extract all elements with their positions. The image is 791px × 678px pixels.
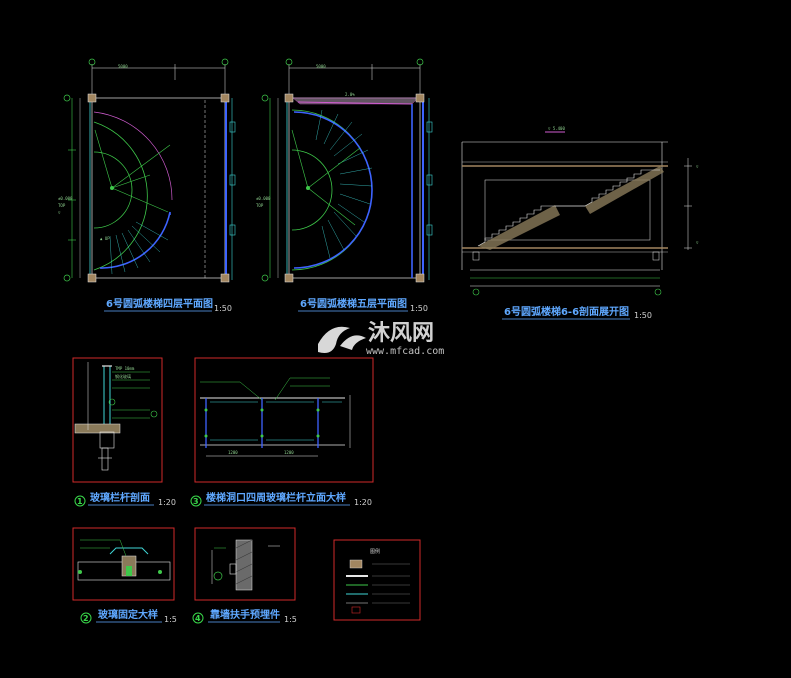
svg-text:1200: 1200 <box>284 450 294 455</box>
detail-1-scale: 1:20 <box>158 498 176 507</box>
plan-fifth-floor: ±0.000 TOP 2.0% 5000 <box>256 58 433 283</box>
plan-fifth-floor-title-text: 6号圆弧楼梯五层平面图 <box>300 297 407 310</box>
svg-text:2.0%: 2.0% <box>345 92 355 97</box>
svg-text:TMP 10mm: TMP 10mm <box>115 366 135 371</box>
detail-3-number: 3 <box>193 497 199 506</box>
svg-text:▽: ▽ <box>696 164 699 169</box>
detail-2-title: 2 玻璃固定大样 1:5 <box>80 608 177 624</box>
detail-3-frame: 1200 1200 <box>194 357 374 483</box>
plan-fourth-floor: ±0.000 TOP ▽ ▲ UP 5000 <box>58 58 236 283</box>
detail-4-number: 4 <box>195 614 201 623</box>
watermark-url: www.mfcad.com <box>366 346 444 357</box>
detail-3-scale: 1:20 <box>354 498 372 507</box>
detail-4-scale: 1:5 <box>284 615 297 624</box>
detail-4-title: 4 靠墙扶手预埋件 1:5 <box>192 608 297 624</box>
section-elevation-scale: 1:50 <box>634 311 652 320</box>
detail-4-frame <box>194 527 296 601</box>
detail-3-title: 3 楼梯洞口四周玻璃栏杆立面大样 1:20 <box>190 491 372 507</box>
svg-text:5000: 5000 <box>118 64 128 69</box>
svg-text:▽: ▽ <box>58 210 61 215</box>
plan-fourth-floor-title-text: 6号圆弧楼梯四层平面图 <box>106 297 213 310</box>
svg-text:▽: ▽ <box>696 240 699 245</box>
section-elevation-title: 6号圆弧楼梯6-6剖面展开图 1:50 <box>502 305 652 320</box>
detail-3-title-text: 楼梯洞口四周玻璃栏杆立面大样 <box>206 491 346 504</box>
detail-2-title-text: 玻璃固定大样 <box>98 608 158 621</box>
watermark: 沐风网 www.mfcad.com <box>318 321 444 357</box>
plan-fifth-floor-scale: 1:50 <box>410 304 428 313</box>
plan-fourth-floor-title: 6号圆弧楼梯四层平面图 1:50 <box>104 297 232 313</box>
detail-1-number: 1 <box>77 497 83 506</box>
detail-2-number: 2 <box>83 614 89 623</box>
section-elevation: ▽ 5.400 ▽ ▽ <box>461 126 699 296</box>
legend-title: 图例 <box>370 548 380 555</box>
svg-text:▲ UP: ▲ UP <box>100 236 110 241</box>
detail-1-title-text: 玻璃栏杆剖面 <box>90 491 150 504</box>
legend: 图例 <box>333 539 421 621</box>
watermark-logo-icon <box>318 326 366 353</box>
plan-fourth-floor-scale: 1:50 <box>214 304 232 313</box>
section-elevation-title-text: 6号圆弧楼梯6-6剖面展开图 <box>504 305 629 318</box>
svg-text:钢化玻璃: 钢化玻璃 <box>115 373 131 379</box>
detail-1-title: 1 玻璃栏杆剖面 1:20 <box>74 491 176 507</box>
svg-text:TOP: TOP <box>58 203 66 208</box>
svg-text:5000: 5000 <box>316 64 326 69</box>
detail-2-frame <box>72 527 175 601</box>
watermark-brand: 沐风网 <box>368 321 434 346</box>
detail-1-frame: TMP 10mm 钢化玻璃 <box>72 357 163 483</box>
svg-text:±0.000: ±0.000 <box>256 196 271 201</box>
svg-text:TOP: TOP <box>256 203 264 208</box>
detail-4-title-text: 靠墙扶手预埋件 <box>210 608 280 621</box>
plan-fifth-floor-title: 6号圆弧楼梯五层平面图 1:50 <box>298 297 428 313</box>
detail-2-scale: 1:5 <box>164 615 177 624</box>
svg-text:▽ 5.400: ▽ 5.400 <box>548 126 565 131</box>
svg-text:±0.000: ±0.000 <box>58 196 73 201</box>
svg-text:1200: 1200 <box>228 450 238 455</box>
